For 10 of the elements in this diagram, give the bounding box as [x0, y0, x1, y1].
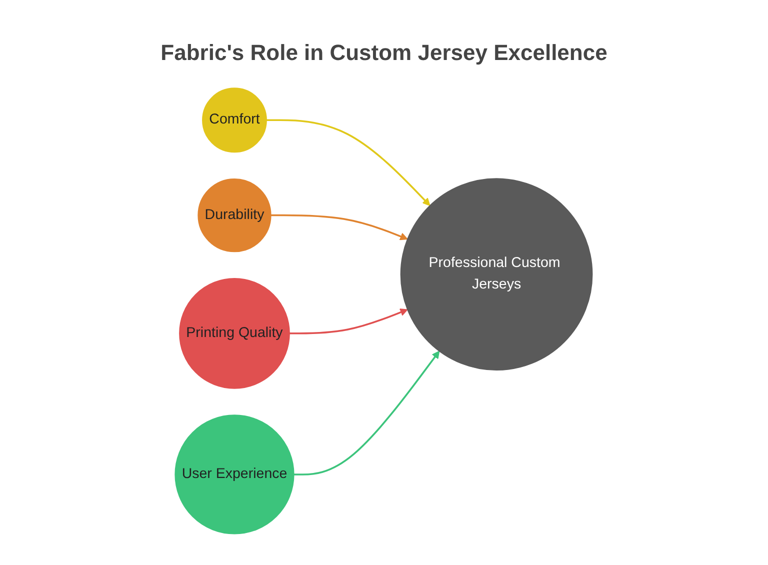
arrow: [294, 350, 440, 476]
node-circle: Printing Quality: [179, 278, 290, 389]
node-circle: User Experience: [174, 414, 295, 534]
node-circle: Professional Custom Jerseys: [400, 178, 594, 371]
node-circle: Durability: [198, 178, 272, 252]
arrow: [271, 214, 408, 240]
arrow: [266, 119, 431, 206]
arrow: [290, 308, 408, 334]
node-circle: Comfort: [202, 88, 268, 153]
diagram-title: Fabric's Role in Custom Jersey Excellence: [160, 40, 608, 66]
